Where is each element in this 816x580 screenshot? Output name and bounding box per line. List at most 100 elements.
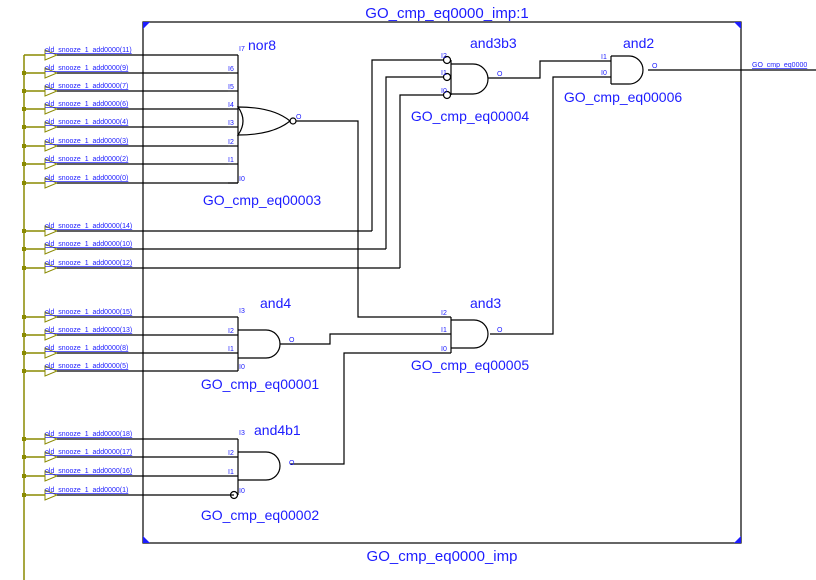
- gate-instance-label: GO_cmp_eq00006: [564, 89, 683, 105]
- and-gate-icon: [238, 451, 281, 481]
- bus-junction: [22, 474, 26, 478]
- input-label: old_snooze_1_add0000(8): [45, 345, 128, 352]
- buffer-icon: [44, 329, 59, 341]
- inversion-bubble-icon: [442, 90, 452, 100]
- buffer-icon: [44, 347, 59, 359]
- gate-type-label: and2: [623, 35, 654, 51]
- bus-junction: [22, 71, 26, 75]
- wires: [228, 59, 611, 465]
- bus-junction: [22, 333, 26, 337]
- input-port[interactable]: old_snooze_1_add0000(17): [22, 449, 238, 463]
- and-gate-icon: [451, 63, 489, 95]
- input-port[interactable]: old_snooze_1_add0000(14): [22, 223, 372, 237]
- bus-junction: [22, 247, 26, 251]
- output-pin-label: O: [497, 327, 503, 334]
- pin-label: I2: [228, 328, 234, 335]
- module-name: GO_cmp_eq0000_imp: [367, 548, 518, 565]
- pin-label: I1: [441, 70, 447, 77]
- input-port[interactable]: old_snooze_1_add0000(8): [22, 345, 238, 359]
- bus-junction: [22, 351, 26, 355]
- pin-label: I4: [228, 102, 234, 109]
- input-port[interactable]: old_snooze_1_add0000(10): [22, 241, 386, 255]
- buffer-icon: [44, 140, 59, 152]
- gate-instance-label: GO_cmp_eq00002: [201, 507, 320, 523]
- input-port[interactable]: old_snooze_1_add0000(13): [22, 327, 238, 341]
- input-port[interactable]: old_snooze_1_add0000(7): [22, 83, 228, 97]
- pin-label: I0: [601, 70, 607, 77]
- buffer-icon: [44, 262, 59, 274]
- input-port[interactable]: old_snooze_1_add0000(9): [22, 65, 228, 79]
- input-port[interactable]: old_snooze_1_add0000(11): [24, 47, 238, 61]
- pin-label: I2: [228, 450, 234, 457]
- buffer-icon: [44, 433, 59, 445]
- input-label: old_snooze_1_add0000(4): [45, 119, 128, 126]
- input-label: old_snooze_1_add0000(2): [45, 156, 128, 163]
- bus-junction: [22, 181, 26, 185]
- input-label: old_snooze_1_add0000(11): [45, 47, 132, 54]
- input-label: old_snooze_1_add0000(18): [45, 431, 132, 438]
- pin-label: I0: [239, 176, 245, 183]
- input-port[interactable]: old_snooze_1_add0000(15): [22, 309, 238, 323]
- input-label: old_snooze_1_add0000(9): [45, 65, 128, 72]
- buffer-icon: [44, 85, 59, 97]
- buffer-icon: [44, 225, 59, 237]
- input-port[interactable]: old_snooze_1_add0000(6): [22, 101, 228, 115]
- bus-junction: [22, 229, 26, 233]
- input-label: old_snooze_1_add0000(15): [45, 309, 132, 316]
- net-wire: [371, 59, 444, 231]
- bus-junction: [22, 315, 26, 319]
- gate-type-label: and3b3: [470, 35, 517, 51]
- input-port[interactable]: old_snooze_1_add0000(4): [22, 119, 228, 133]
- buffer-icon: [44, 177, 59, 189]
- pin-label: I5: [228, 84, 234, 91]
- input-port[interactable]: old_snooze_1_add0000(2): [22, 156, 228, 170]
- and-gate-icon: [451, 319, 489, 349]
- buffer-icon: [44, 121, 59, 133]
- bus-junction: [22, 455, 26, 459]
- output-pin-label: O: [289, 460, 295, 467]
- bus-junction: [22, 493, 26, 497]
- buffer-icon: [44, 489, 59, 501]
- pin-label: I1: [441, 327, 447, 334]
- input-port[interactable]: old_snooze_1_add0000(16): [22, 468, 238, 482]
- input-port[interactable]: old_snooze_1_add0000(1): [22, 487, 234, 501]
- inversion-bubble-icon: [229, 490, 239, 500]
- buffer-icon: [44, 311, 59, 323]
- input-label: old_snooze_1_add0000(17): [45, 449, 132, 456]
- input-port[interactable]: old_snooze_1_add0000(0): [22, 175, 238, 189]
- pin-label: I0: [441, 88, 447, 95]
- inversion-bubble-icon: [442, 72, 452, 82]
- pin-label: I3: [239, 430, 245, 437]
- net-wire: [399, 94, 444, 268]
- module-box[interactable]: [142, 21, 742, 544]
- net-wire: [385, 76, 444, 249]
- input-port[interactable]: old_snooze_1_add0000(5): [22, 363, 238, 377]
- inversion-bubble-icon: [442, 55, 452, 65]
- output-pin-label: O: [497, 71, 503, 78]
- input-port[interactable]: old_snooze_1_add0000(18): [22, 431, 238, 445]
- buffer-icon: [44, 365, 59, 377]
- input-label: old_snooze_1_add0000(13): [45, 327, 132, 334]
- input-label: old_snooze_1_add0000(6): [45, 101, 128, 108]
- buffer-icon: [44, 103, 59, 115]
- gate-type-label: and4b1: [254, 422, 301, 438]
- bus-junction: [22, 144, 26, 148]
- pin-label: I3: [239, 308, 245, 315]
- buffer-icon: [44, 158, 59, 170]
- input-port[interactable]: old_snooze_1_add0000(12): [22, 260, 400, 274]
- input-port[interactable]: old_snooze_1_add0000(3): [22, 138, 228, 152]
- bus-junction: [22, 437, 26, 441]
- pin-label: I1: [601, 54, 607, 61]
- pin-label: I2: [441, 53, 447, 60]
- buffer-icon: [44, 451, 59, 463]
- gate-type-label: and3: [470, 295, 501, 311]
- input-label: old_snooze_1_add0000(10): [45, 241, 132, 248]
- bus-junction: [22, 162, 26, 166]
- output-pin-label: O: [296, 114, 302, 121]
